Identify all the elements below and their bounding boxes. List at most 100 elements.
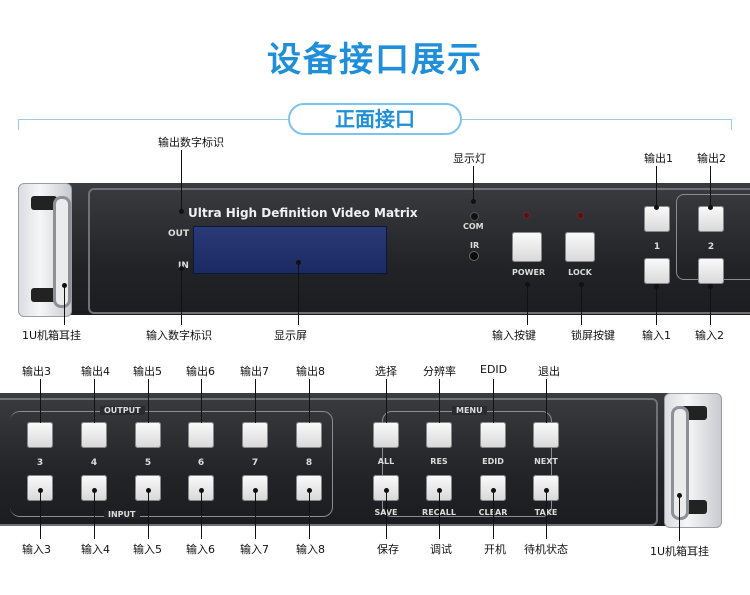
leader-dot xyxy=(384,488,389,493)
menu-edid-button[interactable] xyxy=(480,422,506,448)
leader xyxy=(710,166,711,206)
callout-output2: 输出2 xyxy=(697,152,726,165)
leader xyxy=(386,490,387,539)
callout-output1: 输出1 xyxy=(644,152,673,165)
page-title: 设备接口展示 xyxy=(267,40,483,80)
leader-dot xyxy=(62,283,67,288)
power-led xyxy=(524,213,529,218)
menu-group-label: MENU xyxy=(452,406,487,415)
leader xyxy=(201,490,202,539)
lock-label: LOCK xyxy=(568,268,592,277)
callout-select: 选择 xyxy=(375,365,397,378)
callout-input1: 输入1 xyxy=(642,329,671,342)
leader xyxy=(546,379,547,423)
callout-input6: 输入6 xyxy=(186,543,215,556)
leader-dot xyxy=(525,282,530,287)
callout-lock-key: 锁屏按键 xyxy=(571,329,615,342)
ch1-number: 1 xyxy=(653,242,661,252)
ir-sensor xyxy=(469,251,479,261)
lock-button[interactable] xyxy=(565,232,595,262)
callout-output8: 输出8 xyxy=(296,365,325,378)
leader xyxy=(493,379,494,423)
callout-input5: 输入5 xyxy=(133,543,162,556)
menu-clear-label: CLEAR xyxy=(476,508,510,517)
leader xyxy=(40,490,41,539)
leader xyxy=(201,379,202,423)
ear-handle xyxy=(53,196,71,308)
leader xyxy=(679,495,680,541)
output8-button[interactable] xyxy=(296,422,322,448)
rack-ear-right xyxy=(664,393,722,528)
input-group-label: INPUT xyxy=(104,510,140,519)
callout-ear-front: 1U机箱耳挂 xyxy=(22,329,82,342)
ch3-number: 3 xyxy=(36,458,44,468)
callout-output7: 输出7 xyxy=(240,365,269,378)
leader-dot xyxy=(179,266,184,271)
lock-led xyxy=(578,213,583,218)
ir-label: IR xyxy=(470,241,480,250)
callout-input2: 输入2 xyxy=(695,329,724,342)
ch4-number: 4 xyxy=(90,458,98,468)
output7-button[interactable] xyxy=(242,422,268,448)
leader xyxy=(656,286,657,325)
front-panel xyxy=(38,183,750,315)
leader-dot xyxy=(654,284,659,289)
leader xyxy=(181,268,182,325)
leader xyxy=(255,379,256,423)
leader-dot xyxy=(307,488,312,493)
menu-res-button[interactable] xyxy=(426,422,452,448)
second-bezel xyxy=(0,398,658,526)
ear-hole-bottom xyxy=(31,288,57,302)
power-button[interactable] xyxy=(512,232,542,262)
callout-resolution: 分辨率 xyxy=(423,365,456,378)
device-title: Ultra High Definition Video Matrix xyxy=(188,206,418,220)
callout-input8: 输入8 xyxy=(296,543,325,556)
leader xyxy=(710,286,711,325)
menu-group-line xyxy=(382,411,552,517)
leader xyxy=(94,490,95,539)
ear-handle xyxy=(671,406,689,520)
leader xyxy=(298,262,299,325)
leader-dot xyxy=(654,205,659,210)
leader-dot xyxy=(92,488,97,493)
leader xyxy=(473,166,474,200)
leader-dot xyxy=(708,284,713,289)
ch7-number: 7 xyxy=(251,458,259,468)
leader xyxy=(309,490,310,539)
menu-res-label: RES xyxy=(430,457,448,466)
section-title: 正面接口 xyxy=(288,103,462,135)
input1-button[interactable] xyxy=(644,258,670,284)
ch6-number: 6 xyxy=(197,458,205,468)
ch5-number: 5 xyxy=(144,458,152,468)
callout-power-on: 开机 xyxy=(484,543,506,556)
leader-dot xyxy=(437,488,442,493)
leader xyxy=(148,379,149,423)
output2-button[interactable] xyxy=(698,206,724,232)
leader xyxy=(94,379,95,423)
out-mark: OUT xyxy=(168,229,190,239)
output5-button[interactable] xyxy=(135,422,161,448)
second-panel xyxy=(0,393,675,526)
menu-next-button[interactable] xyxy=(533,422,559,448)
menu-next-label: NEXT xyxy=(534,457,558,466)
leader xyxy=(527,284,528,325)
output3-button[interactable] xyxy=(27,422,53,448)
leader xyxy=(309,379,310,423)
leader-dot xyxy=(199,488,204,493)
callout-output-digit-id: 输出数字标识 xyxy=(158,136,224,149)
menu-all-button[interactable] xyxy=(373,422,399,448)
output-input-group-line xyxy=(10,411,333,517)
output6-button[interactable] xyxy=(188,422,214,448)
com-indicator xyxy=(470,212,479,221)
callout-ear-rear: 1U机箱耳挂 xyxy=(650,545,710,558)
input2-button[interactable] xyxy=(698,258,724,284)
output4-button[interactable] xyxy=(81,422,107,448)
ch2-number: 2 xyxy=(707,242,715,252)
leader xyxy=(439,379,440,423)
output1-button[interactable] xyxy=(644,206,670,232)
callout-output3: 输出3 xyxy=(22,365,51,378)
leader-dot xyxy=(296,260,301,265)
lcd-screen xyxy=(193,226,387,274)
leader-dot xyxy=(146,488,151,493)
callout-screen: 显示屏 xyxy=(274,329,307,342)
